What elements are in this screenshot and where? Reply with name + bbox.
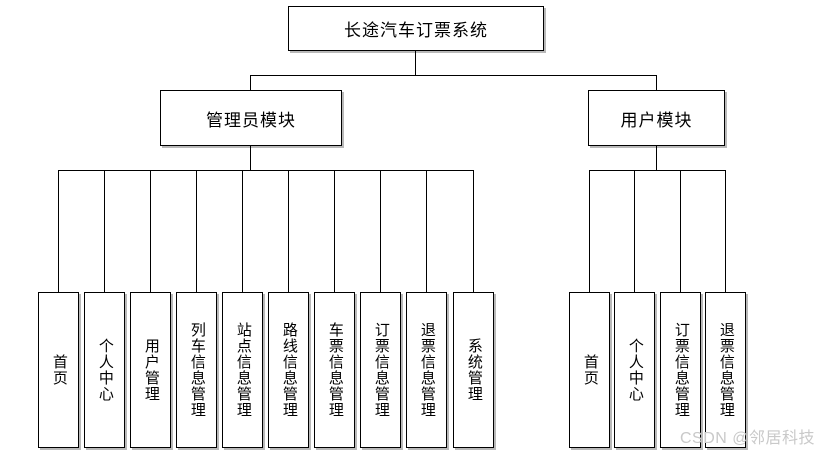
- node-leaf-user-1[interactable]: 首页: [569, 292, 610, 448]
- node-module-admin-label: 管理员模块: [206, 110, 296, 130]
- node-leaf-admin-5[interactable]: 站点信息管理: [222, 292, 263, 448]
- node-leaf-admin-3-label: 用户管理: [142, 338, 160, 402]
- node-leaf-admin-3[interactable]: 用户管理: [130, 292, 171, 448]
- connector-admin-leaf-drop-2: [104, 170, 105, 292]
- node-leaf-admin-1-label: 首页: [50, 354, 68, 386]
- connector-admin-leaf-drop-8: [380, 170, 381, 292]
- node-module-user[interactable]: 用户模块: [588, 90, 725, 146]
- node-leaf-user-2[interactable]: 个人中心: [614, 292, 655, 448]
- node-leaf-user-4-label: 退票信息管理: [717, 322, 735, 418]
- node-root-label: 长途汽车订票系统: [344, 21, 488, 40]
- connector-admin-leaf-drop-4: [196, 170, 197, 292]
- connector-admin-leaf-bus: [58, 170, 474, 171]
- node-leaf-admin-6-label: 路线信息管理: [280, 322, 298, 418]
- watermark: CSDN @邻居科技: [679, 430, 815, 447]
- node-module-admin[interactable]: 管理员模块: [160, 90, 342, 146]
- connector-user-drop: [656, 75, 657, 90]
- connector-admin-drop: [250, 75, 251, 90]
- node-leaf-admin-2-label: 个人中心: [96, 338, 114, 402]
- node-leaf-admin-1[interactable]: 首页: [38, 292, 79, 448]
- connector-user-stem: [656, 146, 657, 170]
- connector-admin-leaf-drop-7: [334, 170, 335, 292]
- connector-admin-leaf-drop-10: [473, 170, 474, 292]
- node-leaf-admin-8-label: 订票信息管理: [372, 322, 390, 418]
- connector-user-leaf-drop-4: [725, 170, 726, 292]
- connector-admin-stem: [250, 146, 251, 170]
- node-leaf-user-4[interactable]: 退票信息管理: [705, 292, 746, 448]
- node-leaf-admin-5-label: 站点信息管理: [234, 322, 252, 418]
- node-root[interactable]: 长途汽车订票系统: [288, 6, 544, 51]
- node-leaf-admin-4[interactable]: 列车信息管理: [176, 292, 217, 448]
- node-leaf-admin-6[interactable]: 路线信息管理: [268, 292, 309, 448]
- node-leaf-admin-7-label: 车票信息管理: [326, 322, 344, 418]
- connector-user-leaf-drop-1: [589, 170, 590, 292]
- connector-admin-leaf-drop-1: [58, 170, 59, 292]
- node-leaf-user-2-label: 个人中心: [626, 338, 644, 402]
- node-leaf-admin-10[interactable]: 系统管理: [453, 292, 494, 448]
- node-leaf-user-3-label: 订票信息管理: [672, 322, 690, 418]
- connector-admin-leaf-drop-9: [426, 170, 427, 292]
- connector-user-leaf-bus: [589, 170, 726, 171]
- node-leaf-admin-9-label: 退票信息管理: [418, 322, 436, 418]
- connector-admin-leaf-drop-6: [288, 170, 289, 292]
- node-leaf-admin-8[interactable]: 订票信息管理: [360, 292, 401, 448]
- connector-user-leaf-drop-2: [634, 170, 635, 292]
- node-leaf-admin-4-label: 列车信息管理: [188, 322, 206, 418]
- node-module-user-label: 用户模块: [620, 110, 693, 130]
- node-leaf-user-3[interactable]: 订票信息管理: [660, 292, 701, 448]
- node-leaf-admin-7[interactable]: 车票信息管理: [314, 292, 355, 448]
- node-leaf-user-1-label: 首页: [581, 354, 599, 386]
- connector-admin-leaf-drop-3: [150, 170, 151, 292]
- connector-level1-bus: [250, 75, 657, 76]
- node-leaf-admin-2[interactable]: 个人中心: [84, 292, 125, 448]
- node-leaf-admin-10-label: 系统管理: [465, 338, 483, 402]
- connector-user-leaf-drop-3: [680, 170, 681, 292]
- connector-admin-leaf-drop-5: [242, 170, 243, 292]
- connector-root-stem: [415, 51, 416, 75]
- node-leaf-admin-9[interactable]: 退票信息管理: [406, 292, 447, 448]
